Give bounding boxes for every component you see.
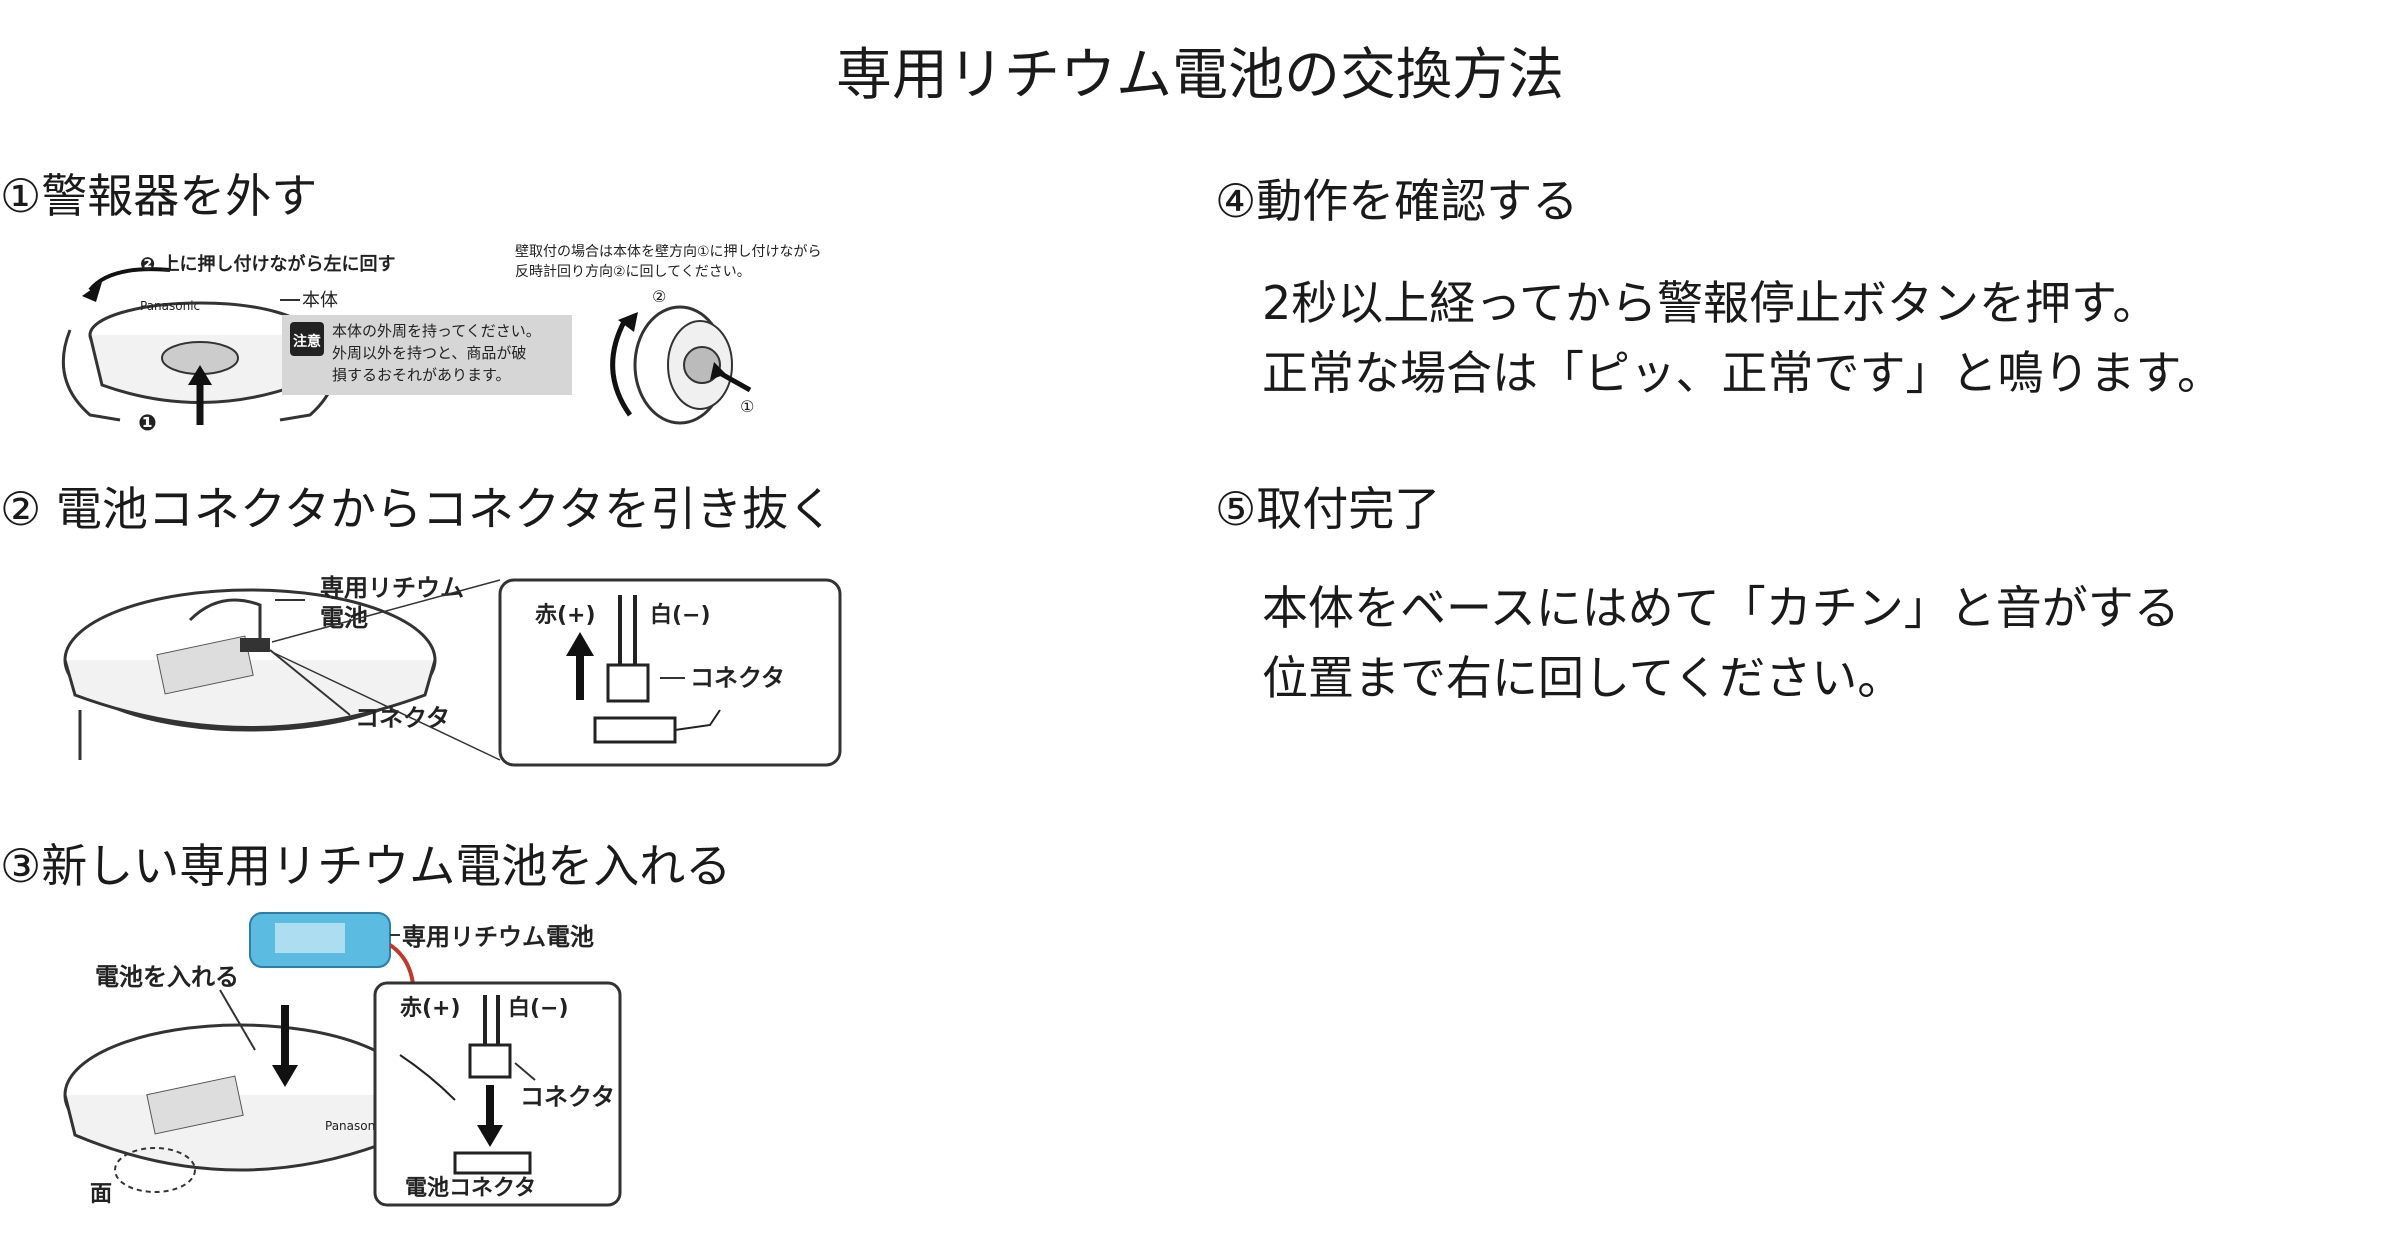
zoom-box-2 bbox=[373, 981, 622, 1207]
step-3-heading: ③新しい専用リチウム電池を入れる bbox=[0, 839, 732, 893]
brand-logo-text: Panasonic bbox=[140, 299, 200, 313]
connector-label: コネクタ bbox=[355, 704, 450, 732]
face-label: 面 bbox=[90, 1182, 112, 1207]
detector-in-hands-drawing bbox=[61, 267, 339, 425]
zoom-connector-label: コネクタ bbox=[690, 664, 785, 692]
num-1-mark: ① bbox=[740, 397, 754, 416]
brand-logo-text-2: Panasonic bbox=[325, 1119, 385, 1133]
caution-icon bbox=[290, 322, 324, 356]
step-5-body: 本体をベースにはめて「カチン」と音がする 位置まで右に回してください。 bbox=[1262, 573, 2180, 713]
step-4-line-1: 2秒以上経ってから警報停止ボタンを押す。 bbox=[1262, 276, 2159, 330]
step-5-line-1: 本体をベースにはめて「カチン」と音がする bbox=[1262, 581, 2180, 635]
step-4-body: 2秒以上経ってから警報停止ボタンを押す。 正常な場合は「ピッ、正常です」と鳴りま… bbox=[1262, 268, 2223, 408]
caution-box bbox=[282, 315, 572, 395]
step-3-illustration: 専用リチウム電池 電池を入れる Panasonic 面 赤(+) 白(−) コネ… bbox=[63, 912, 622, 1207]
insert-battery-label: 電池を入れる bbox=[95, 963, 239, 991]
step-5-line-2: 位置まで右に回してください。 bbox=[1262, 651, 1904, 705]
white-wire-label: 白(−) bbox=[650, 602, 711, 628]
push-mark: ❶ bbox=[138, 411, 157, 436]
step-4-heading: ④動作を確認する bbox=[1215, 174, 1579, 228]
step-4-line-2: 正常な場合は「ピッ、正常です」と鳴ります。 bbox=[1262, 346, 2223, 400]
connector-insert-drawing bbox=[399, 995, 532, 1175]
step-1-illustration: ❷ 上に押し付けながら左に回す Panasonic 本体 ❶ 注意 本体の外周を… bbox=[61, 244, 822, 436]
lithium-battery-drawing bbox=[249, 912, 416, 1016]
battery-label-line-1: 専用リチウム bbox=[320, 574, 464, 602]
zoom-box bbox=[498, 578, 842, 767]
white-wire-label-2: 白(−) bbox=[508, 995, 569, 1021]
battery-connector-label: 電池コネクタ bbox=[405, 1176, 536, 1201]
page-title: 専用リチウム電池の交換方法 bbox=[836, 43, 1564, 108]
detector-base-drawing bbox=[63, 588, 437, 760]
body-label: 本体 bbox=[302, 290, 338, 311]
step-5-heading: ⑤取付完了 bbox=[1215, 482, 1441, 536]
step-2-illustration: 専用リチウム 電池 コネクタ 赤(+) 白(−) コネクタ bbox=[63, 574, 842, 767]
wall-detector-drawing bbox=[610, 305, 752, 425]
wall-note-line-2: 反時計回り方向②に回してください。 bbox=[515, 264, 751, 280]
connector-zoom-drawing bbox=[566, 595, 721, 744]
red-wire-label: 赤(+) bbox=[535, 603, 596, 628]
red-wire-label-2: 赤(+) bbox=[400, 996, 461, 1021]
num-2-mark: ② bbox=[652, 287, 666, 306]
caution-line-1: 本体の外周を持ってください。 bbox=[332, 322, 541, 340]
caution-line-3: 損するおそれがあります。 bbox=[332, 366, 511, 384]
step-2-heading: ② 電池コネクタからコネクタを引き抜く bbox=[0, 482, 835, 536]
step-1-heading: ①警報器を外す bbox=[0, 169, 318, 223]
zoom-connector-label-2: コネクタ bbox=[520, 1083, 615, 1111]
rotate-instruction-label: ❷ 上に押し付けながら左に回す bbox=[140, 253, 396, 275]
caution-line-2: 外周以外を持つと、商品が破 bbox=[332, 344, 526, 362]
wall-note-line-1: 壁取付の場合は本体を壁方向①に押し付けながら bbox=[515, 244, 822, 260]
detector-base-drawing-2 bbox=[63, 989, 417, 1193]
new-battery-label: 専用リチウム電池 bbox=[402, 923, 594, 951]
caution-badge: 注意 bbox=[293, 333, 321, 350]
